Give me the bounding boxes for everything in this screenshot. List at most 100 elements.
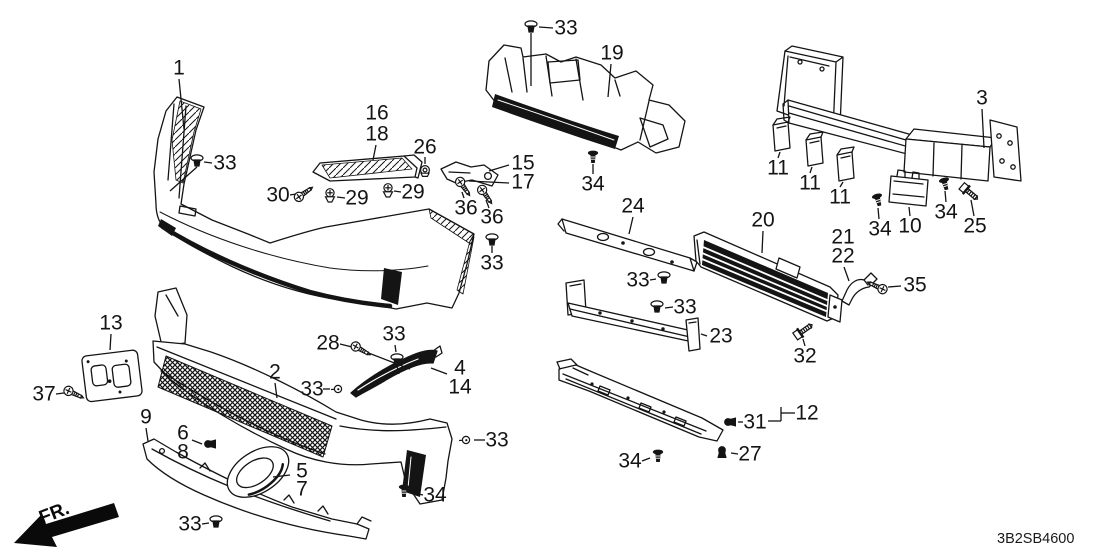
leader-line-27 xyxy=(730,452,739,455)
screw-grommet-icon xyxy=(382,183,394,198)
leader-line-2 xyxy=(274,382,278,399)
part-callout-33: 33 xyxy=(213,152,236,175)
part-callout-5: 5 xyxy=(296,460,308,483)
leader-line-29 xyxy=(336,196,346,199)
leader-line-32 xyxy=(802,338,806,347)
leader-line-29 xyxy=(393,190,402,193)
part-callout-14: 14 xyxy=(448,376,472,399)
leader-line-35 xyxy=(887,285,902,288)
leader-line-18 xyxy=(372,144,377,161)
leader-line-36 xyxy=(461,191,465,199)
part-callout-10: 10 xyxy=(898,215,921,238)
leader-line xyxy=(396,365,400,375)
leader-line-33 xyxy=(649,278,657,281)
leader-line-33 xyxy=(201,522,210,525)
part-callout-33: 33 xyxy=(382,323,405,346)
part-callout-34: 34 xyxy=(423,484,447,507)
leader-lines xyxy=(55,26,985,525)
leader-line-11 xyxy=(777,151,781,159)
leader-line xyxy=(169,166,198,192)
part-callout-23: 23 xyxy=(709,325,732,348)
push-clip-icon xyxy=(190,154,204,167)
leader-line-15 xyxy=(488,164,510,172)
leader-line-17 xyxy=(468,180,510,184)
part-callout-22: 22 xyxy=(831,245,854,268)
part-callout-32: 32 xyxy=(793,345,816,368)
dark-clip-icon xyxy=(724,417,736,427)
diagram-code: 3B2SB4600 xyxy=(997,531,1074,547)
part-callout-34: 34 xyxy=(934,201,958,224)
part-callout-27: 27 xyxy=(738,443,761,466)
part-3-bumper-beam xyxy=(776,45,1022,182)
bolt-icon xyxy=(957,181,982,204)
part-callout-9: 9 xyxy=(140,406,152,429)
part-13-license-plate-base xyxy=(81,349,143,403)
part-callout-19: 19 xyxy=(600,42,623,65)
leader-line-36 xyxy=(485,199,490,209)
leader-line-13 xyxy=(109,333,112,351)
leader-line-34 xyxy=(944,190,947,203)
part-callout-12: 12 xyxy=(795,402,818,425)
part-callout-11: 11 xyxy=(799,172,821,195)
part-1-front-bumper-face xyxy=(153,96,475,310)
part-callout-6: 6 xyxy=(177,422,189,445)
push-clip-icon xyxy=(209,515,223,528)
leader-line-4 xyxy=(430,367,448,375)
part-19-air-guide xyxy=(485,44,686,154)
part-callout-30: 30 xyxy=(266,184,289,207)
part-2-front-bumper-lower-grille xyxy=(152,287,453,505)
push-clip-icon xyxy=(650,300,664,313)
push-clip-icon xyxy=(485,233,499,246)
part-4-14-grille-upper-molding xyxy=(350,345,443,398)
part-20-active-grille-shutter xyxy=(693,231,843,323)
leader-line-22 xyxy=(843,266,850,282)
part-callout-7: 7 xyxy=(296,478,308,501)
part-23-front-lower-beam-garnish xyxy=(565,279,701,352)
part-callout-34: 34 xyxy=(618,450,642,473)
part-callout-15: 15 xyxy=(511,152,534,175)
part-callout-25: 25 xyxy=(963,215,986,238)
part-5-7-fog-light-garnish xyxy=(226,446,290,498)
push-rivet-icon xyxy=(937,176,953,192)
part-callout-33: 33 xyxy=(554,17,577,40)
leader-line-24 xyxy=(628,216,634,235)
part-callout-28: 28 xyxy=(316,332,339,355)
part-10-beam-bracket xyxy=(888,169,929,207)
push-rivet-icon xyxy=(652,449,664,463)
part-15-17-bumper-side-bracket xyxy=(440,161,499,187)
part-callout-37: 37 xyxy=(32,383,55,406)
part-callout-29: 29 xyxy=(401,181,424,204)
leader-line-3 xyxy=(981,108,985,149)
screw-icon xyxy=(291,183,316,204)
part-callout-33: 33 xyxy=(178,513,201,536)
part-callout-13: 13 xyxy=(99,312,122,335)
part-callout-1: 1 xyxy=(173,57,185,80)
leader-line-37 xyxy=(55,392,65,395)
leader-line xyxy=(365,351,411,370)
part-16-18-bumper-side-spacer xyxy=(312,154,423,182)
leader-line-33 xyxy=(664,306,674,309)
part-callout-33: 33 xyxy=(673,296,696,319)
part-callout-17: 17 xyxy=(511,171,534,194)
part-callout-3: 3 xyxy=(976,87,988,110)
part-callout-20: 20 xyxy=(751,209,774,232)
dark-clip-icon xyxy=(204,439,216,449)
part-21-22-shutter-bracket xyxy=(841,272,878,306)
part-callout-2: 2 xyxy=(269,361,281,384)
clip-side-icon xyxy=(458,435,471,445)
part-callout-34: 34 xyxy=(581,173,605,196)
leader-line-23 xyxy=(700,333,708,337)
part-callout-33: 33 xyxy=(480,252,503,275)
part-callout-26: 26 xyxy=(413,136,436,159)
part-callout-24: 24 xyxy=(621,195,645,218)
leader-line-9 xyxy=(145,427,149,442)
leader-line-33 xyxy=(203,161,213,164)
leader-line-28 xyxy=(339,343,353,348)
clip-side-icon xyxy=(330,384,343,394)
leader-line-25 xyxy=(970,199,975,217)
leader-line-33 xyxy=(538,26,554,29)
push-rivet-icon xyxy=(870,192,886,208)
